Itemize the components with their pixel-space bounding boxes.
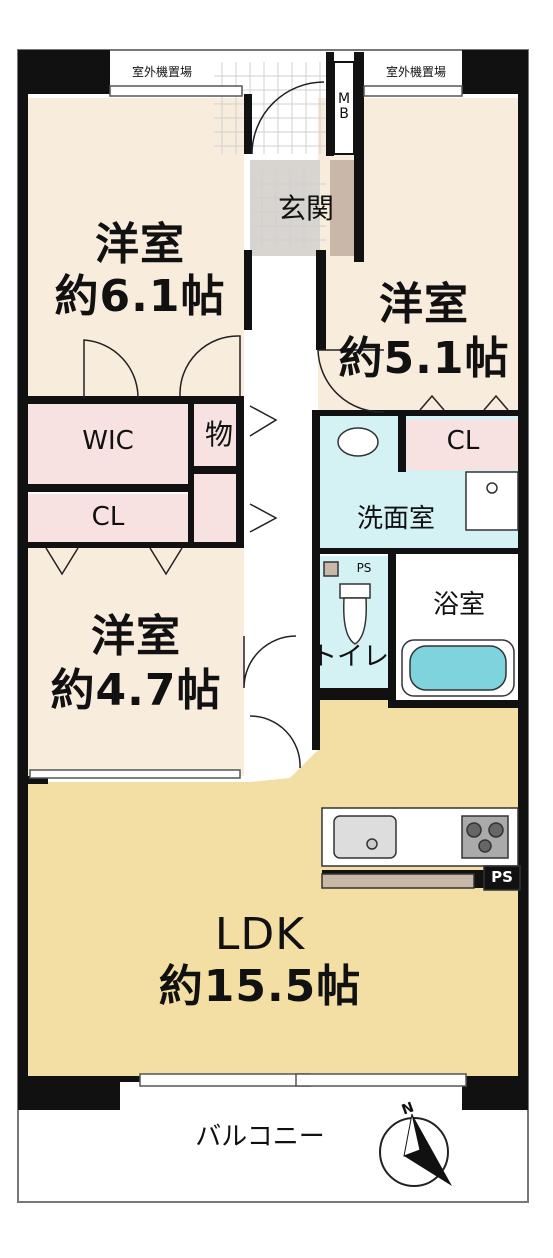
meter-box-label: M B	[337, 91, 351, 122]
windows	[29, 85, 467, 1087]
washbasin	[337, 427, 379, 457]
balcony-label: バルコニー	[195, 1122, 325, 1152]
room-western-4-7-name: 洋室	[91, 611, 181, 662]
storage-label: 物	[204, 418, 233, 451]
outdoor-unit-left-label: 室外機置場	[131, 65, 192, 79]
ps-shaft-kitchen	[483, 865, 521, 891]
room-ldk	[28, 700, 520, 1076]
ldk-name: LDK	[214, 909, 306, 960]
entrance-label: 玄関	[277, 192, 334, 225]
room-western-4-7	[28, 548, 244, 776]
room-storage-lower	[194, 474, 242, 542]
closet-left-label: CL	[91, 502, 125, 532]
ps-kitchen-label: PS	[491, 868, 513, 886]
room-wic	[28, 404, 188, 484]
toilet-label: トイレ	[310, 642, 389, 672]
room-western-6-1-size: 約6.1帖	[54, 271, 226, 322]
kitchen-back-counter	[321, 873, 475, 889]
north-compass	[379, 1113, 452, 1187]
meter-box	[333, 61, 355, 155]
toilet-bowl	[342, 597, 368, 645]
ldk-size: 約15.5帖	[158, 961, 362, 1012]
room-closet-left	[28, 494, 188, 542]
bathroom-label: 浴室	[432, 590, 485, 620]
room-western-6-1-name: 洋室	[95, 219, 185, 270]
ps-shaft-top	[323, 561, 339, 577]
kitchen-sink	[333, 815, 397, 859]
toilet-tank	[339, 583, 371, 599]
room-western-4-7-size: 約4.7帖	[50, 665, 222, 716]
ps-top-label: PS	[356, 561, 372, 575]
room-western-6-1	[28, 98, 244, 398]
room-closet-right	[404, 420, 518, 470]
entrance-step	[330, 160, 358, 256]
room-western-5-1-name: 洋室	[379, 279, 469, 330]
wic-label: WIC	[82, 426, 134, 456]
closet-right-label: CL	[446, 426, 480, 456]
washroom-label: 洗面室	[356, 504, 435, 534]
outdoor-unit-right-label: 室外機置場	[385, 65, 446, 79]
fixtures	[321, 427, 521, 891]
room-storage	[194, 404, 242, 466]
room-western-5-1-size: 約5.1帖	[338, 333, 510, 384]
washing-machine-pan	[465, 471, 519, 531]
door-swings	[45, 81, 509, 769]
